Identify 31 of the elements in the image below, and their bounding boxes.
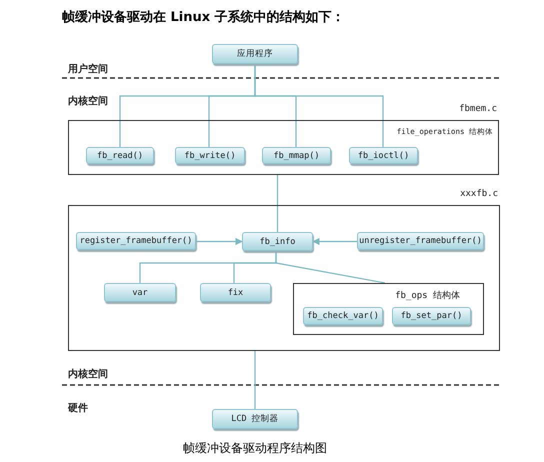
controller-box: LCD 控制器 [212,409,298,429]
connector-line [276,175,278,232]
title: 帧缓冲设备驱动在 Linux 子系统中的结构如下： [62,8,345,26]
source-file-frame [68,189,500,351]
arrow [196,238,243,246]
struct-box: fb_info [242,232,313,251]
region-label: 用户空间 [68,62,108,76]
file-name-label: fbmem.c [459,104,497,114]
function-box: fb_mmap() [262,147,331,164]
connector-line [254,64,384,147]
function-box: fb_set_par() [392,307,471,325]
function-box: unregister_framebuffer() [357,232,484,250]
function-box: fb_check_var() [303,307,383,325]
struct-box: fix [200,283,271,302]
function-box: fb_write() [175,147,245,164]
arrow [312,238,357,246]
source-file-frame [68,104,499,175]
function-box: fb_ioctl() [349,147,418,164]
region-label: 内核空间 [68,94,108,108]
program-box: 应用程序 [212,44,298,64]
file-name-label: xxxfb.c [460,189,498,199]
struct-box: var [104,283,176,302]
region-label: 内核空间 [68,368,108,381]
region-label: 硬件 [68,402,88,415]
struct-frame [293,283,484,335]
function-box: fb_read() [86,147,154,164]
function-box: register_framebuffer() [76,232,196,250]
connector-line [254,351,256,409]
connector-line [275,251,386,284]
struct-label: fb_ops 结构体 [395,290,460,302]
caption: 帧缓冲设备驱动程序结构图 [182,440,328,457]
